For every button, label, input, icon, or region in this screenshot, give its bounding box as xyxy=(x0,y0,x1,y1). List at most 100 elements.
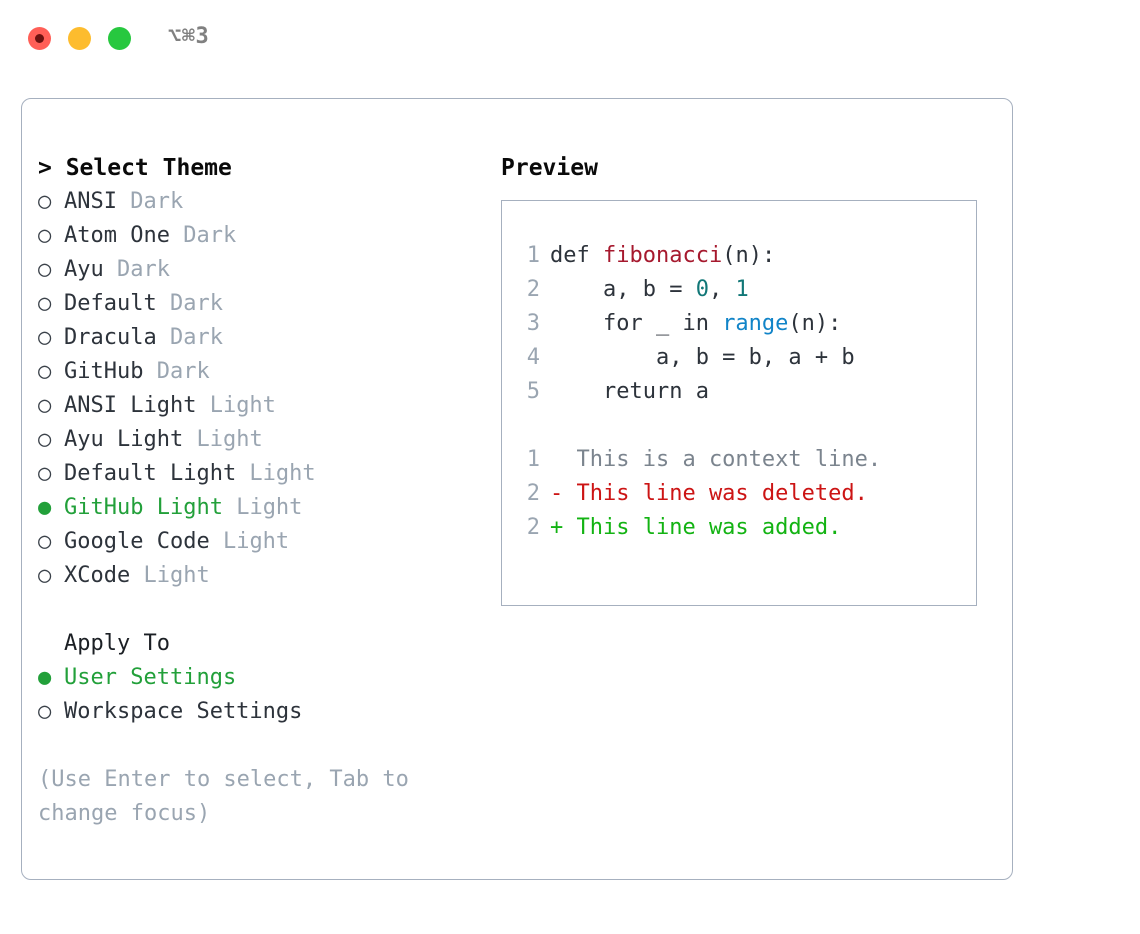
radio-unselected-icon: ○ xyxy=(38,189,52,214)
theme-option-kind: Dark xyxy=(156,325,223,350)
line-number: 2 xyxy=(526,515,540,540)
radio-unselected-icon: ○ xyxy=(38,427,52,452)
code-token: , xyxy=(708,277,736,302)
apply-to-option[interactable]: ● User Settings xyxy=(38,661,478,695)
diff-line: 2 - This line was deleted. xyxy=(516,477,966,511)
window-title: ⌥⌘3 xyxy=(168,24,210,49)
theme-option-name: GitHub xyxy=(64,359,144,384)
theme-option-name: Google Code xyxy=(64,529,210,554)
theme-option-name: Ayu Light xyxy=(64,427,184,452)
apply-to-header: Apply To xyxy=(64,631,170,656)
code-token: 1 xyxy=(735,277,749,302)
code-token: a, b = xyxy=(550,277,696,302)
code-token: a, b = b, a + b xyxy=(550,345,855,370)
code-line: 3 for _ in range(n): xyxy=(516,307,966,341)
theme-option[interactable]: ○ Dracula Dark xyxy=(38,321,478,355)
title-bar: ⌥⌘3 xyxy=(0,0,1140,76)
line-number: 2 xyxy=(526,277,540,302)
theme-option-name: Atom One xyxy=(64,223,170,248)
line-number: 1 xyxy=(526,447,540,472)
theme-option-kind: Light xyxy=(183,427,263,452)
theme-picker-column: > Select Theme ○ANSI Dark○Atom One Dark○… xyxy=(38,151,478,831)
diff-line: 2 + This line was added. xyxy=(516,511,966,545)
theme-option-kind: Light xyxy=(209,529,290,554)
radio-selected-icon: ● xyxy=(38,495,52,520)
theme-option-name: Default xyxy=(64,291,157,316)
code-spacer xyxy=(516,409,966,443)
theme-option[interactable]: ○Atom One Dark xyxy=(38,219,478,253)
line-number: 4 xyxy=(526,345,540,370)
diff-line-text: + This line was added. xyxy=(550,515,842,540)
theme-option-name: XCode xyxy=(64,563,131,588)
theme-option[interactable]: ○ XCode Light xyxy=(38,559,478,593)
code-token: range xyxy=(722,311,789,336)
diff-line-text: This is a context line. xyxy=(550,447,882,472)
theme-option-name: Dracula xyxy=(64,325,157,350)
code-line: 5 return a xyxy=(516,375,966,409)
theme-option[interactable]: ○ Google Code Light xyxy=(38,525,478,559)
theme-option-name: GitHub Light xyxy=(64,495,223,520)
theme-option-kind: Light xyxy=(130,563,210,588)
theme-list[interactable]: ○ ANSI Dark ○ Atom One Dark ○ Ayu Dark ○ Defaul… xyxy=(38,185,478,593)
code-token: for _ in xyxy=(550,311,723,336)
maximize-window-button[interactable] xyxy=(108,27,131,50)
code-line: 4 a, b = b, a + b xyxy=(516,341,966,375)
theme-option-kind: Dark xyxy=(103,257,170,282)
line-number: 5 xyxy=(526,379,540,404)
theme-option-kind: Light xyxy=(222,495,303,520)
theme-option-kind: Light xyxy=(236,461,316,486)
radio-unselected-icon: ○ xyxy=(38,699,52,724)
preview-title: Preview xyxy=(501,155,598,181)
apply-to-list[interactable]: ● User Settings ○ Workspace Settings xyxy=(38,661,478,729)
diff-line: 1 This is a context line. xyxy=(516,443,966,477)
radio-unselected-icon: ○ xyxy=(38,325,52,350)
theme-option-kind: Dark xyxy=(156,291,223,316)
code-token: (n): xyxy=(722,243,776,268)
code-token: (n): xyxy=(788,311,842,336)
code-token: return a xyxy=(550,379,709,404)
radio-unselected-icon: ○ xyxy=(38,291,52,316)
radio-unselected-icon: ○ xyxy=(38,359,52,384)
code-token: fibonacci xyxy=(602,243,723,268)
line-number: 1 xyxy=(526,243,540,268)
theme-option[interactable]: ○ Default Light Light xyxy=(38,457,478,491)
close-window-button[interactable] xyxy=(28,27,51,50)
select-theme-header: > Select Theme xyxy=(38,155,232,181)
radio-unselected-icon: ○ xyxy=(38,393,52,418)
apply-to-option-name: Workspace Settings xyxy=(64,699,303,724)
theme-option[interactable]: ○ GitHub Dark xyxy=(38,355,478,389)
theme-option-name: ANSI xyxy=(64,189,117,214)
keyboard-hint-text: (Use Enter to select, Tab to change focu… xyxy=(38,767,409,826)
theme-option[interactable]: ○ Default Dark xyxy=(38,287,478,321)
radio-unselected-icon: ○ xyxy=(38,223,52,248)
theme-option[interactable]: ○ Ayu Light Light xyxy=(38,423,478,457)
radio-unselected-icon: ○ xyxy=(38,461,52,486)
theme-option[interactable]: ● GitHub Light Light xyxy=(38,491,478,525)
apply-to-option-name: User Settings xyxy=(64,665,237,690)
theme-option[interactable]: ○ Ayu Dark xyxy=(38,253,478,287)
line-number: 3 xyxy=(526,311,540,336)
theme-option-kind: Dark xyxy=(143,359,210,384)
radio-unselected-icon: ○ xyxy=(38,563,52,588)
code-line: 2 a, b = 0, 1 xyxy=(516,273,966,307)
radio-unselected-icon: ○ xyxy=(38,529,52,554)
theme-option-kind: Dark xyxy=(116,189,184,214)
radio-unselected-icon: ○ xyxy=(38,257,52,282)
radio-selected-icon: ● xyxy=(38,665,52,690)
main-panel: > Select Theme ○ANSI Dark○Atom One Dark○… xyxy=(21,98,1013,880)
theme-option-name: Ayu xyxy=(64,257,104,282)
apply-to-option[interactable]: ○ Workspace Settings xyxy=(38,695,478,729)
diff-line-text: - This line was deleted. xyxy=(550,481,868,506)
line-number: 2 xyxy=(526,481,540,506)
minimize-window-button[interactable] xyxy=(68,27,91,50)
theme-option-name: ANSI Light xyxy=(64,393,197,418)
theme-option-name: Default Light xyxy=(64,461,237,486)
code-token: 0 xyxy=(695,277,709,302)
theme-option[interactable]: ○ANSI Light Light xyxy=(38,389,478,423)
theme-option[interactable]: ○ ANSI Dark xyxy=(38,185,478,219)
